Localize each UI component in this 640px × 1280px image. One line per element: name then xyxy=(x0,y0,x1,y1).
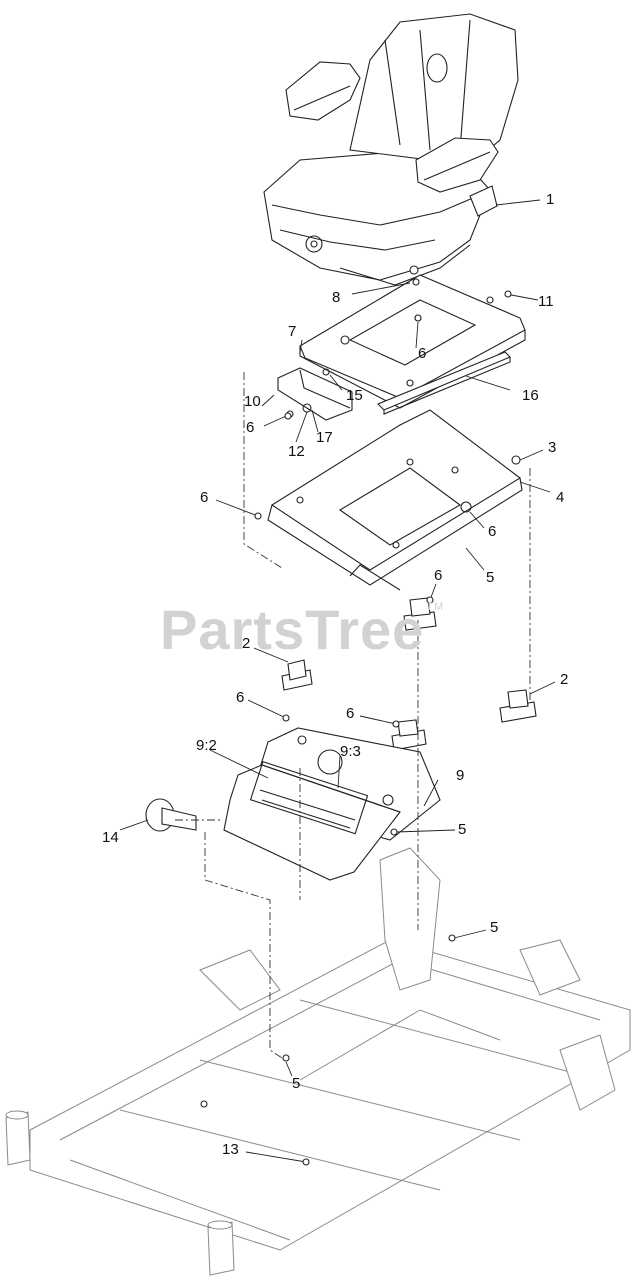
callout-12: 12 xyxy=(288,443,305,460)
bracket-drawing xyxy=(277,367,353,421)
callout-13: 13 xyxy=(222,1141,239,1158)
isolator-mounts-drawing xyxy=(281,597,537,751)
callout-6: 6 xyxy=(346,705,355,722)
callout-5: 5 xyxy=(292,1075,301,1092)
trademark-symbol: TM xyxy=(426,601,445,613)
seat-track-drawing xyxy=(377,351,511,415)
callout-5: 5 xyxy=(458,821,467,838)
callout-5: 5 xyxy=(486,569,495,586)
callout-10: 10 xyxy=(244,393,261,410)
callout-17: 17 xyxy=(316,429,333,446)
callout-6: 6 xyxy=(246,419,255,436)
mount-plate-drawing xyxy=(223,727,441,881)
callout-2: 2 xyxy=(560,671,569,688)
hardware-fasteners xyxy=(200,265,521,1166)
mower-frame-drawing xyxy=(5,847,631,1276)
callout-6: 6 xyxy=(434,567,443,584)
callout-16: 16 xyxy=(522,387,539,404)
watermark-text: PartsTree xyxy=(160,598,425,661)
callout-4: 4 xyxy=(556,489,565,506)
callout-9: 9 xyxy=(456,767,465,784)
callout-11: 11 xyxy=(538,293,554,310)
callout-6: 6 xyxy=(200,489,209,506)
seat-base-plate-drawing xyxy=(267,409,523,591)
callout-6: 6 xyxy=(236,689,245,706)
callout-2: 2 xyxy=(242,635,251,652)
callout-6: 6 xyxy=(488,523,497,540)
callout-6: 6 xyxy=(418,345,427,362)
callout-9-2: 9:2 xyxy=(196,737,217,754)
callout-9-3: 9:3 xyxy=(340,743,361,760)
callout-7: 7 xyxy=(288,323,297,340)
callout-14: 14 xyxy=(102,829,119,846)
alignment-dashed-lines xyxy=(175,372,531,1061)
callout-3: 3 xyxy=(548,439,557,456)
callout-1: 1 xyxy=(546,191,555,208)
seat-assembly-drawing xyxy=(263,13,519,286)
callout-5: 5 xyxy=(490,919,499,936)
emblem-drawing xyxy=(145,798,197,832)
seat-plate-drawing xyxy=(299,274,526,409)
callout-15: 15 xyxy=(346,387,363,404)
callout-8: 8 xyxy=(332,289,341,306)
